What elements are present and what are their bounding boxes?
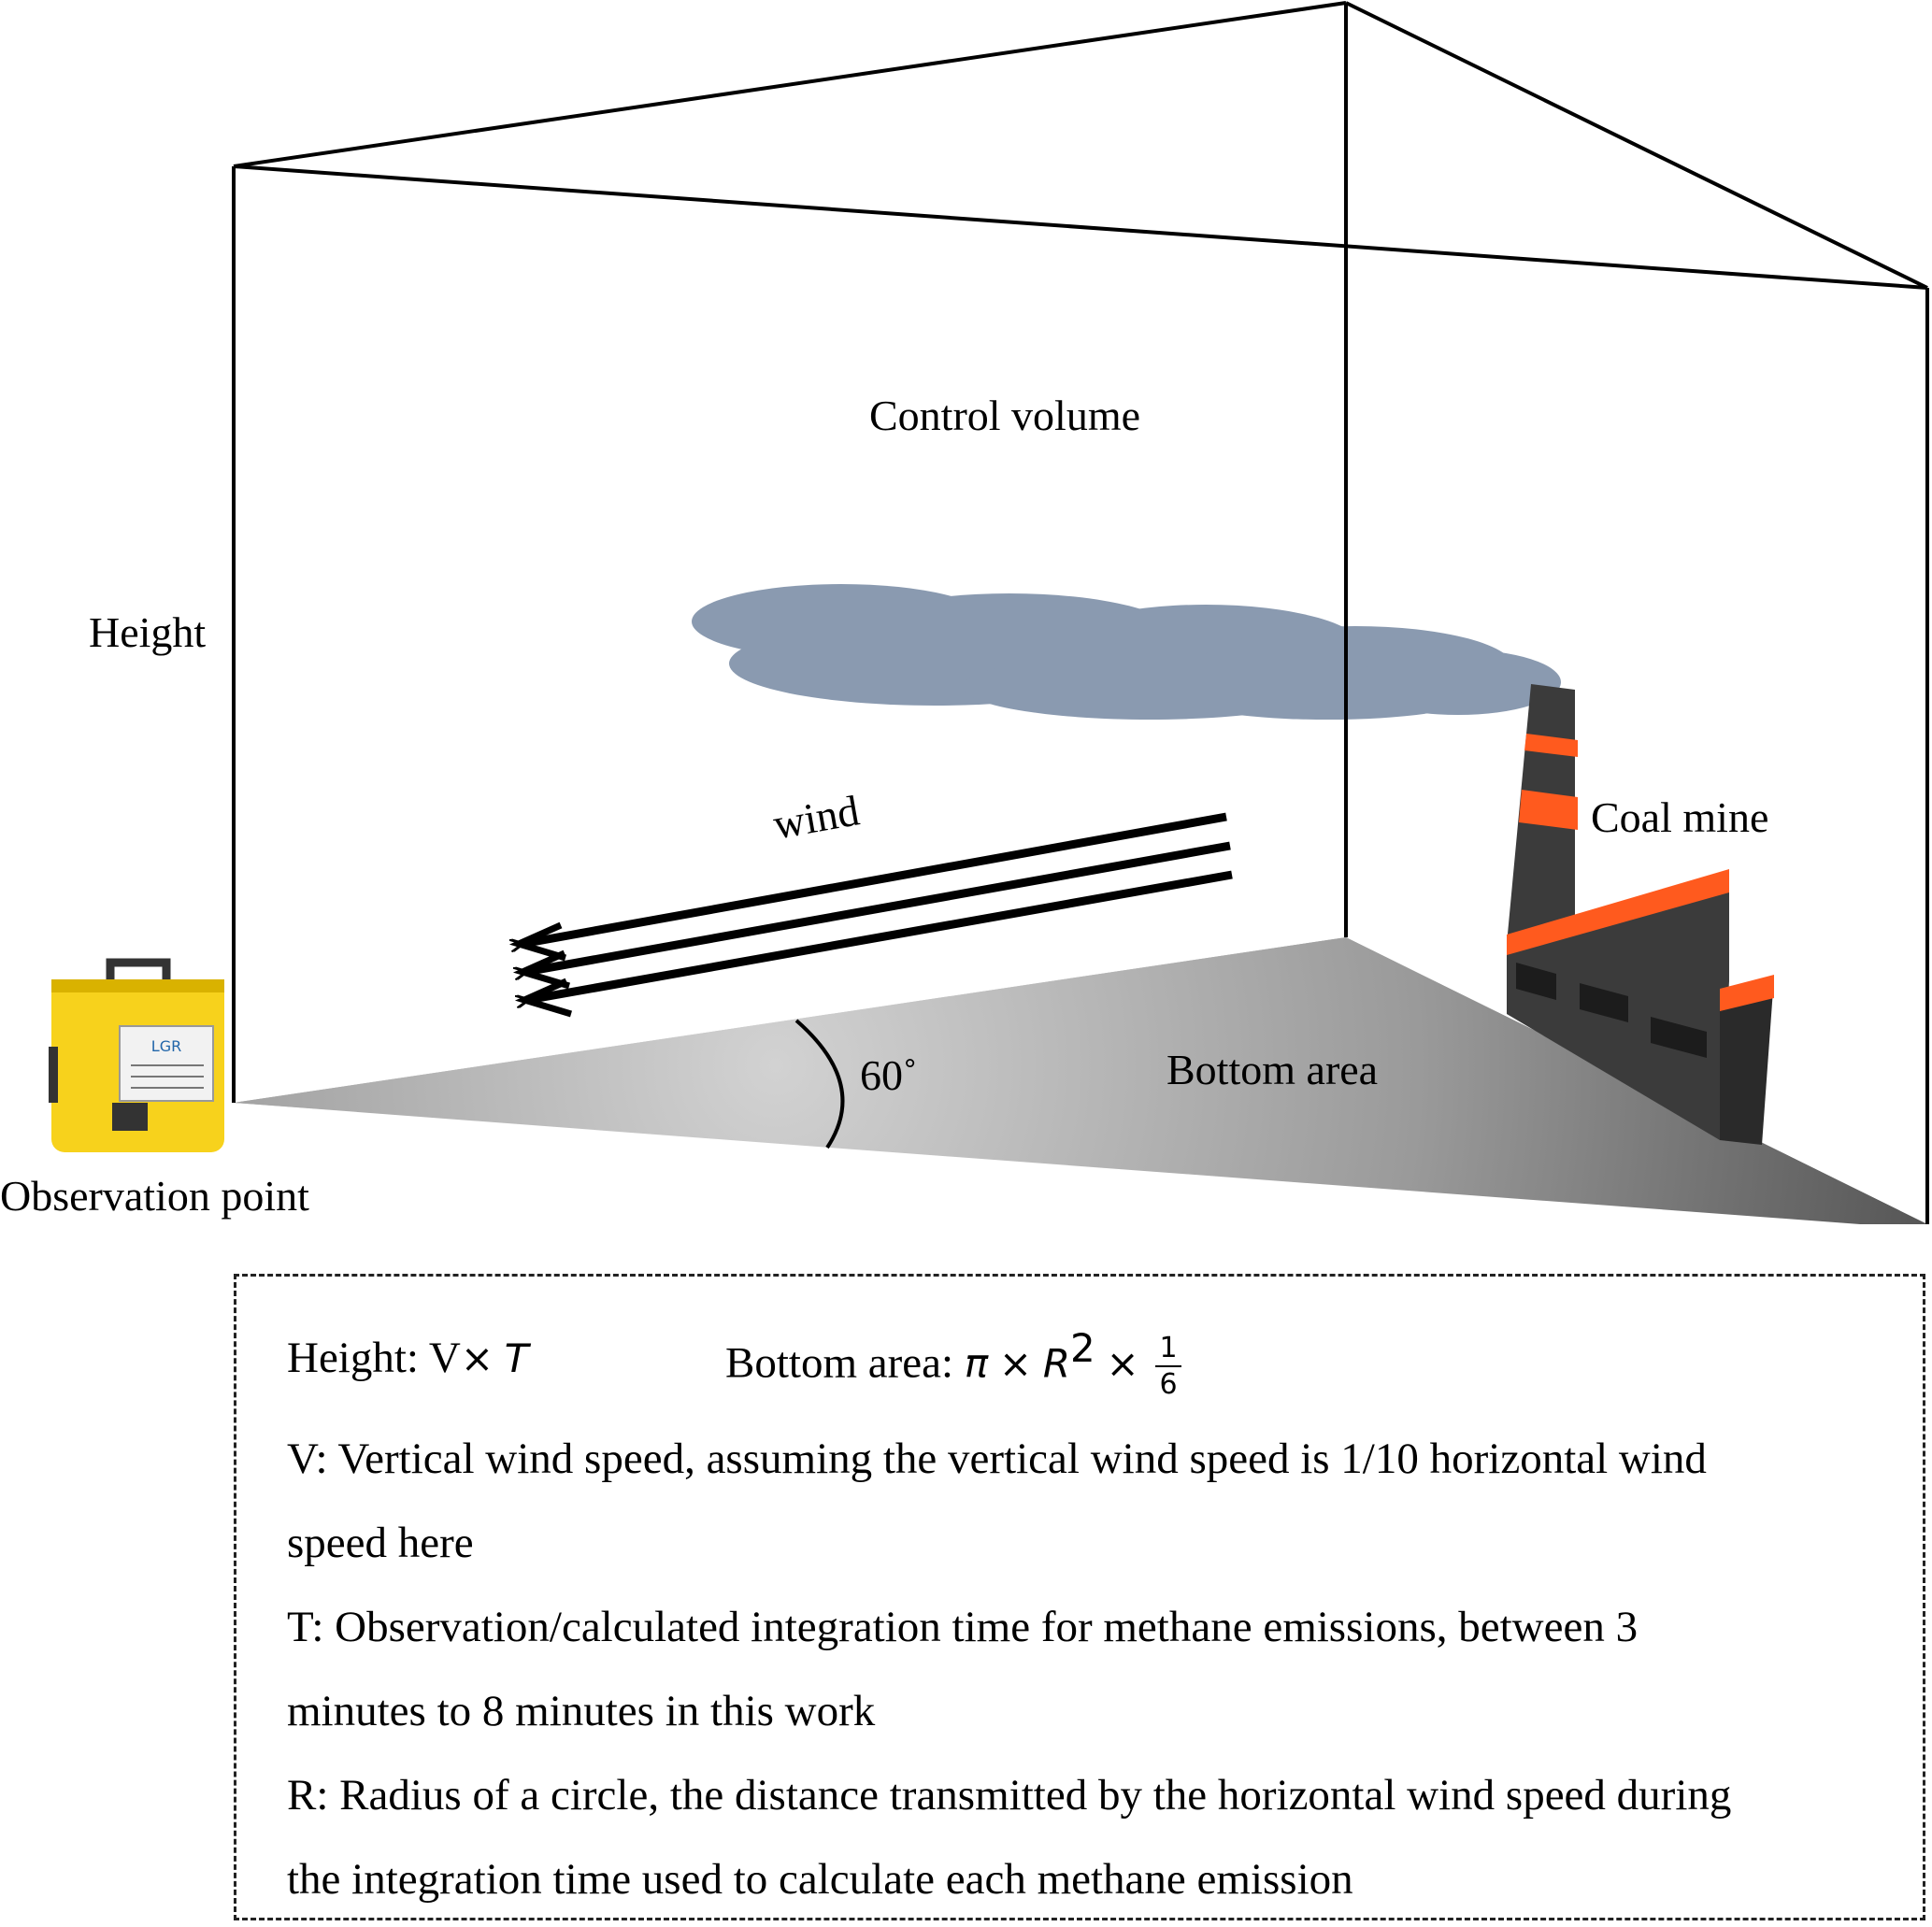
- bottom-area-formula: Bottom area: π × R2 × 1 6: [725, 1329, 1181, 1399]
- height-label: Height: [89, 608, 207, 656]
- fraction-numerator: 1: [1155, 1335, 1181, 1368]
- wind-arrow-heads: [508, 921, 573, 1018]
- bottom-area-floor-shade: [234, 937, 1927, 1224]
- instrument-handle: [106, 958, 171, 986]
- control-volume-label: Control volume: [869, 392, 1141, 439]
- instrument-brand: LGR: [151, 1037, 181, 1055]
- window-1: [1516, 963, 1556, 1000]
- chimney-stripe-1: [1524, 734, 1578, 757]
- fraction-one-sixth: 1 6: [1155, 1335, 1181, 1399]
- chimney-stripe-2: [1519, 790, 1578, 830]
- observation-instrument: LGR: [49, 958, 224, 1152]
- r-description-line-2: the integration time used to calculate e…: [287, 1855, 1353, 1904]
- window-2: [1580, 983, 1628, 1022]
- t-description-line-1: T: Observation/calculated integration ti…: [287, 1603, 1639, 1651]
- bottom-formula-times-2: ×: [1106, 1340, 1139, 1387]
- control-volume-frame: [232, 1, 1929, 1224]
- bottom-formula-pi: π: [964, 1340, 989, 1387]
- height-formula-times: ×: [460, 1335, 494, 1381]
- bottom-area-label: Bottom area: [1166, 1046, 1379, 1093]
- angle-arc: [794, 1019, 845, 1149]
- v-description-line-1: V: Vertical wind speed, assuming the ver…: [287, 1435, 1707, 1483]
- coal-mine-factory: [1507, 684, 1774, 1145]
- t-description-line-2: minutes to 8 minutes in this work: [287, 1687, 876, 1735]
- v-description-line-2: speed here: [287, 1519, 474, 1567]
- formula-legend: Height: V× T Bottom area: π × R2 × 1 6 V…: [234, 1274, 1925, 1920]
- annex-stripe: [1720, 975, 1774, 1011]
- methane-cloud: [692, 584, 1561, 720]
- r-description-line-1: R: Radius of a circle, the distance tran…: [287, 1771, 1732, 1820]
- height-formula-var: T: [504, 1335, 529, 1381]
- bottom-formula-exponent: 2: [1070, 1325, 1095, 1371]
- height-formula: Height: V× T: [287, 1336, 528, 1380]
- bottom-formula-times: ×: [998, 1340, 1033, 1387]
- bottom-formula-r: R: [1042, 1340, 1071, 1387]
- fraction-denominator: 6: [1159, 1368, 1178, 1402]
- roof-stripe: [1507, 869, 1729, 955]
- bottom-formula-prefix: Bottom area:: [725, 1338, 954, 1388]
- window-3: [1651, 1017, 1707, 1058]
- observation-point-label: Observation point: [0, 1172, 309, 1220]
- angle-label: 60˚: [860, 1051, 918, 1099]
- coal-mine-label: Coal mine: [1591, 793, 1769, 841]
- annex: [1720, 977, 1774, 1145]
- height-formula-prefix: Height: V: [287, 1334, 461, 1382]
- wind-arrows: [522, 812, 1233, 1000]
